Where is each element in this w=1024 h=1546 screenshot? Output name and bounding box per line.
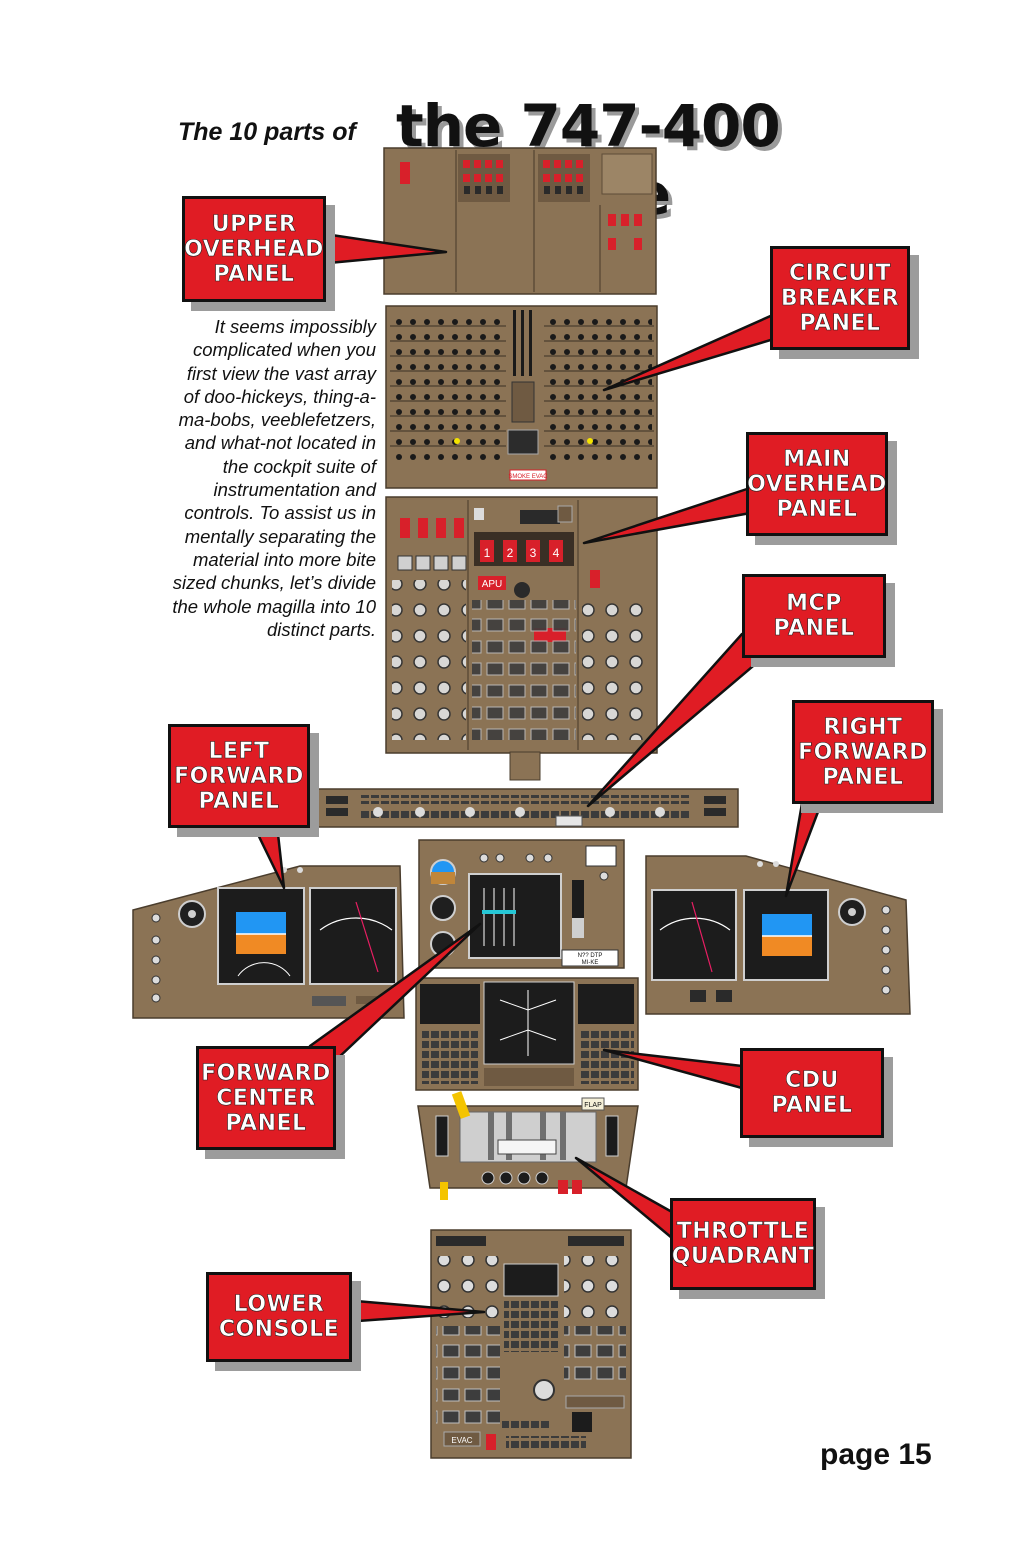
smoke-evac-text: SMOKE EVAC xyxy=(508,474,548,480)
evac-text: EVAC xyxy=(451,1436,472,1445)
mcp-panel xyxy=(313,788,739,828)
engine-3-text: 3 xyxy=(530,546,537,560)
tail-label-text: MI-KE xyxy=(582,960,599,966)
engine-4-text: 4 xyxy=(553,546,560,560)
upper-overhead-panel xyxy=(383,147,657,295)
label-cdu-panel: CDU PANEL xyxy=(740,1048,884,1138)
engine-1-text: 1 xyxy=(484,546,491,560)
lower-console: EVAC xyxy=(430,1229,632,1459)
tail-number-text: N?? DTP xyxy=(578,953,603,959)
label-lower-console: LOWER CONSOLE xyxy=(206,1272,352,1362)
left-forward-panel xyxy=(132,865,405,1019)
label-right-forward-panel: RIGHT FORWARD PANEL xyxy=(792,700,934,804)
flap-text: FLAP xyxy=(584,1102,602,1109)
cdu-panel xyxy=(415,977,639,1091)
title-prefix: The 10 parts of xyxy=(178,118,356,146)
label-main-overhead-panel: MAIN OVERHEAD PANEL xyxy=(746,432,888,536)
apu-text: APU xyxy=(482,579,503,590)
throttle-quadrant: FLAP xyxy=(417,1091,639,1200)
label-circuit-breaker-panel: CIRCUIT BREAKER PANEL xyxy=(770,246,910,350)
page-number: page 15 xyxy=(820,1438,932,1471)
engine-2-text: 2 xyxy=(507,546,514,560)
label-left-forward-panel: LEFT FORWARD PANEL xyxy=(168,724,310,828)
label-mcp-panel: MCP PANEL xyxy=(742,574,886,658)
circuit-breaker-panel: SMOKE EVAC xyxy=(385,305,658,489)
label-forward-center-panel: FORWARD CENTER PANEL xyxy=(196,1046,336,1150)
label-pointers xyxy=(248,231,826,1324)
intro-paragraph: It seems impossibly complicated when you… xyxy=(172,316,376,640)
main-overhead-panel: 1 2 3 4 APU xyxy=(385,496,658,781)
label-throttle-quadrant: THROTTLE QUADRANT xyxy=(670,1198,816,1290)
right-forward-panel xyxy=(645,855,911,1015)
label-upper-overhead-panel: UPPER OVERHEAD PANEL xyxy=(182,196,326,302)
